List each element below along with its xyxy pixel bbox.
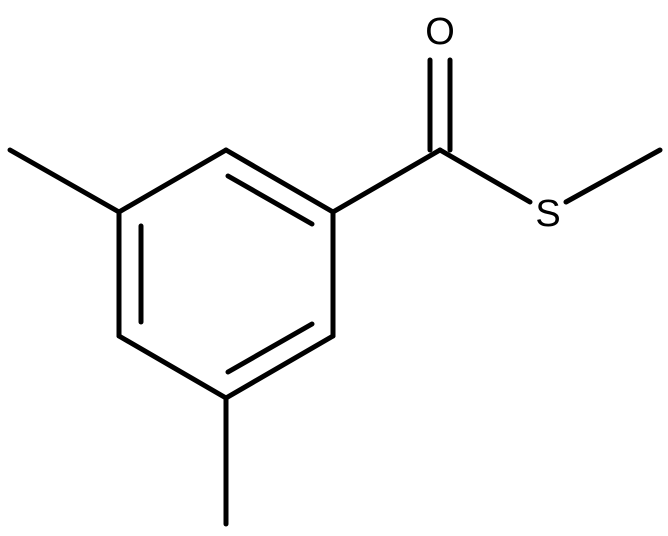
ring-to-carbonyl-bond: [330, 147, 443, 215]
ring-double-bond-inner-top-right: [225, 173, 315, 227]
ring-bond-top-left: [116, 147, 229, 215]
sulfur-to-methyl-bond: [563, 147, 663, 205]
methyl-bond-upper-left: [7, 147, 122, 215]
oxygen-atom-label: O: [425, 11, 455, 53]
ring-bond-top-right: [223, 147, 336, 215]
sulfur-atom-label: S: [535, 193, 560, 235]
ring-bond-bottom-right: [223, 333, 336, 401]
ring-bond-bottom-left: [116, 333, 229, 401]
carbonyl-to-sulfur-bond: [437, 147, 533, 205]
ring-double-bond-inner-bottom-right: [225, 321, 315, 375]
